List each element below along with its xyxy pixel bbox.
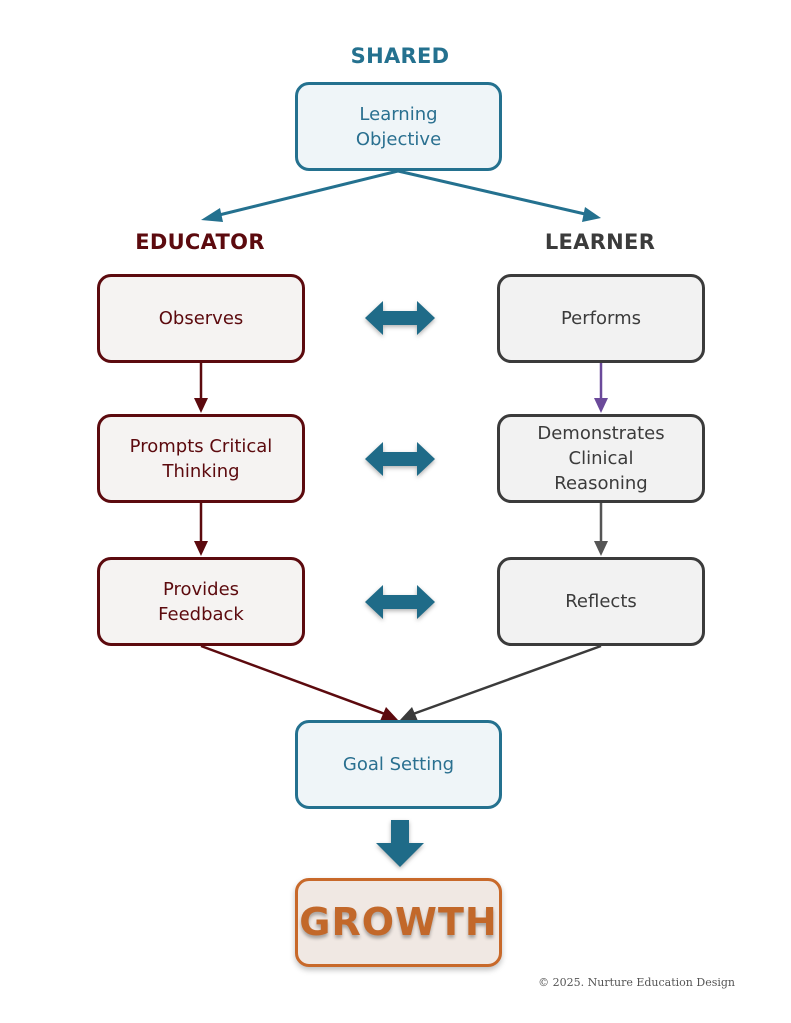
learning-objective-label: Learning Objective [355,103,442,150]
arrow-feedback-to-goal [200,644,398,721]
reflects-label: Reflects [565,591,637,612]
arrow-to-educator [201,169,399,222]
demonstrates-label: Demonstrates Clinical Reasoning [537,423,665,494]
shared-heading: SHARED [350,44,450,68]
arrow-reflects-to-goal [400,644,602,721]
feedback-label: Provides Feedback [158,578,244,625]
reflects-node: Reflects [497,557,705,646]
learner-heading: LEARNER [544,230,656,254]
goal-setting-node: Goal Setting [295,720,502,809]
educator-heading: EDUCATOR [135,230,265,254]
down-arrow-icon [376,820,424,867]
arrow-demonstrates-to-reflects [594,502,608,556]
demonstrates-clinical-reasoning-node: Demonstrates Clinical Reasoning [497,414,705,503]
performs-label: Performs [560,308,642,329]
growth-node: GROWTH [295,878,502,967]
double-arrow-icon [365,585,435,619]
arrow-to-learner [397,169,601,222]
provides-feedback-node: Provides Feedback [97,557,305,646]
double-arrow-icon [365,301,435,335]
copyright-footer: © 2025. Nurture Education Design [538,976,735,989]
double-arrow-icon [365,442,435,476]
observes-node: Observes [97,274,305,363]
goal-setting-label: Goal Setting [342,754,455,775]
arrow-performs-to-demonstrates [594,362,608,413]
prompts-label: Prompts Critical Thinking [129,435,273,482]
arrow-observes-to-prompts [194,362,208,413]
performs-node: Performs [497,274,705,363]
observes-label: Observes [158,308,244,329]
growth-label: GROWTH [299,900,498,944]
learning-objective-node: Learning Objective [295,82,502,171]
arrow-prompts-to-feedback [194,502,208,556]
prompts-critical-thinking-node: Prompts Critical Thinking [97,414,305,503]
